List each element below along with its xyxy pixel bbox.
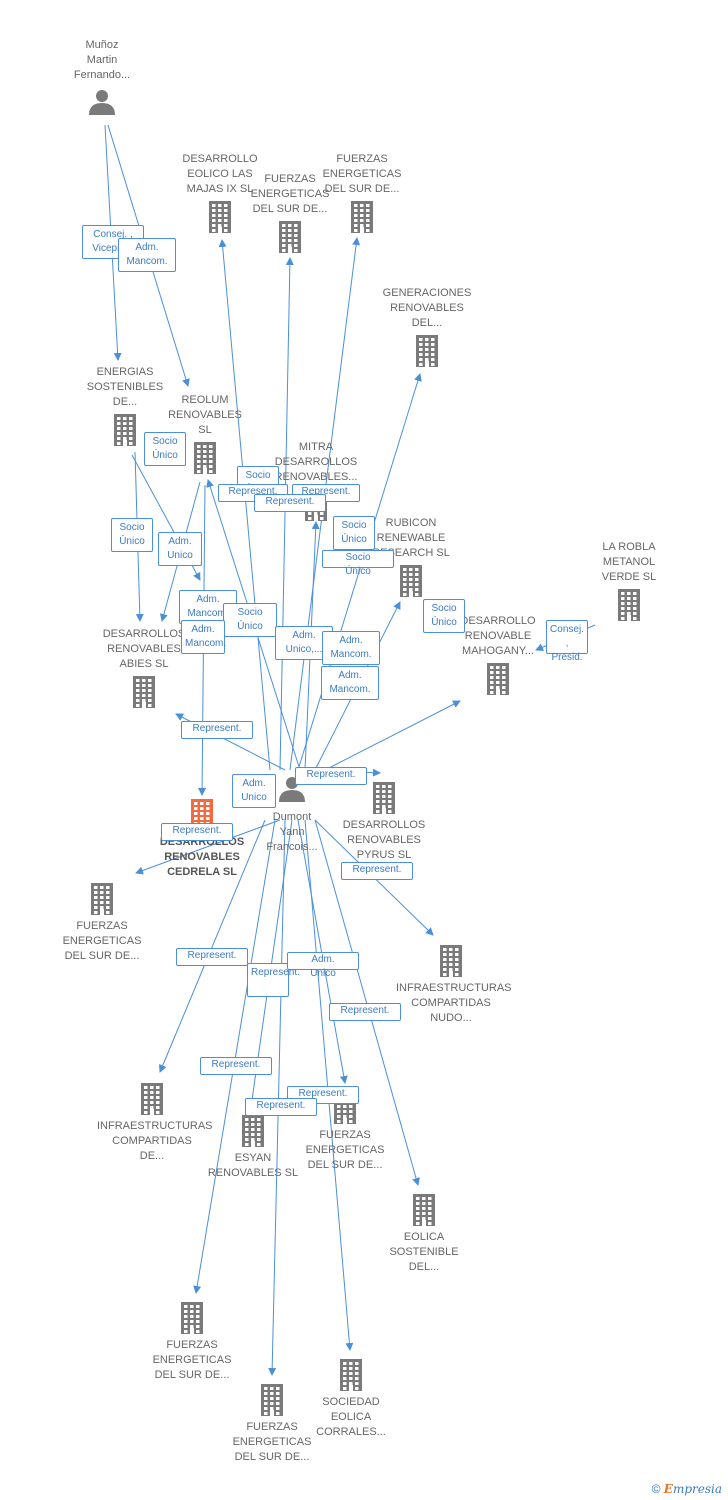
edge-label[interactable]: Adm. Mancom. xyxy=(181,620,226,654)
edge-line xyxy=(268,819,286,1376)
node-label-esyan[interactable]: ESYAN RENOVABLES SL xyxy=(207,1152,299,1179)
edge-label[interactable]: Socio Único xyxy=(333,516,375,550)
building-icon[interactable] xyxy=(114,414,136,446)
node-label-fuerzas_bl[interactable]: FUERZAS ENERGETICAS DEL SUR DE... xyxy=(152,1339,232,1381)
edge-label[interactable]: Represent. xyxy=(341,862,413,880)
node-label-mitra[interactable]: MITRA DESARROLLOS RENOVABLES... xyxy=(274,441,358,483)
copyright-symbol: © xyxy=(651,1482,661,1496)
building-icon[interactable] xyxy=(340,1359,362,1391)
edge-label[interactable]: Adm. Unico xyxy=(287,952,359,979)
edge-line xyxy=(324,700,461,771)
building-icon[interactable] xyxy=(440,945,462,977)
node-label-energias_sost[interactable]: ENERGIAS SOSTENIBLES DE... xyxy=(86,366,164,408)
edge-line xyxy=(159,819,266,1073)
node-label-dumont[interactable]: Dumont Yann Francois... xyxy=(266,811,318,853)
node-label-fuerzas_left[interactable]: FUERZAS ENERGETICAS DEL SUR DE... xyxy=(62,920,142,962)
building-icon[interactable] xyxy=(279,221,301,253)
node-label-fuerzas_top2[interactable]: FUERZAS ENERGETICAS DEL SUR DE... xyxy=(322,153,402,195)
edge-label[interactable]: Socio Único xyxy=(423,599,465,633)
building-icon[interactable] xyxy=(400,565,422,597)
node-label-pyrus[interactable]: DESARROLLOS RENOVABLES PYRUS SL xyxy=(342,819,426,861)
edge-line xyxy=(218,239,271,771)
node-label-munoz[interactable]: Muñoz Martin Fernando... xyxy=(73,39,131,81)
node-label-reolum[interactable]: REOLUM RENOVABLES SL xyxy=(168,394,242,436)
node-label-abies[interactable]: DESARROLLOS RENOVABLES ABIES SL xyxy=(102,628,186,670)
edge-label[interactable]: Adm. Mancom. xyxy=(322,631,380,665)
edge-line xyxy=(279,257,294,771)
node-icons xyxy=(89,90,640,1416)
node-label-cedrela[interactable]: DESARROLLOS RENOVABLES CEDRELA SL xyxy=(159,836,245,878)
building-icon[interactable] xyxy=(351,201,373,233)
building-icon[interactable] xyxy=(487,663,509,695)
building-icon[interactable] xyxy=(373,782,395,814)
edge-label[interactable]: Adm. Mancom. xyxy=(118,238,176,272)
building-icon[interactable] xyxy=(618,589,640,621)
brand-logo: Empresia xyxy=(663,1482,722,1496)
edge-line xyxy=(135,819,281,875)
building-icon[interactable] xyxy=(209,201,231,233)
edge-label[interactable]: Adm. Unico xyxy=(232,774,276,808)
node-label-infra_nudo[interactable]: INFRAESTRUCTURAS COMPARTIDAS NUDO... xyxy=(396,982,512,1024)
node-label-fuerzas_bc[interactable]: FUERZAS ENERGETICAS DEL SUR DE... xyxy=(232,1421,312,1463)
edge-label[interactable]: Socio Único xyxy=(111,518,153,552)
edge-label[interactable]: Adm. Unico xyxy=(158,532,202,566)
building-icon[interactable] xyxy=(133,676,155,708)
edge-line xyxy=(193,819,276,1294)
node-label-mahogany[interactable]: DESARROLLO RENOVABLE MAHOGANY... xyxy=(460,615,536,657)
building-icon[interactable] xyxy=(416,335,438,367)
building-icon[interactable] xyxy=(261,1384,283,1416)
brand-watermark: © Empresia xyxy=(652,1482,722,1496)
edge-label[interactable]: Represent. xyxy=(181,721,253,739)
edge-label[interactable]: Represent. xyxy=(245,1098,317,1116)
edge-label[interactable]: Represent. xyxy=(295,767,367,785)
edges xyxy=(104,124,596,1376)
edge-line xyxy=(297,373,422,771)
edge-label[interactable]: Represent. xyxy=(176,948,248,966)
edge-label[interactable]: Socio Único xyxy=(223,603,277,637)
edge-line xyxy=(314,819,420,1186)
edge-label[interactable]: Represent. xyxy=(161,823,233,841)
edge-line xyxy=(297,819,348,1084)
node-label-sociedad_eolica[interactable]: SOCIEDAD EOLICA CORRALES... xyxy=(316,1396,386,1438)
edge-label[interactable]: Represent. xyxy=(200,1057,272,1075)
node-label-eolica_sost[interactable]: EOLICA SOSTENIBLE DEL... xyxy=(389,1231,459,1273)
building-icon[interactable] xyxy=(91,883,113,915)
building-icon[interactable] xyxy=(413,1194,435,1226)
node-label-generaciones[interactable]: GENERACIONES RENOVABLES DEL... xyxy=(382,287,472,329)
edge-line xyxy=(304,819,354,1351)
edge-label[interactable]: Represent. xyxy=(329,1003,401,1021)
node-label-fuerzas_top1[interactable]: FUERZAS ENERGETICAS DEL SUR DE... xyxy=(250,173,330,215)
building-icon[interactable] xyxy=(194,442,216,474)
edge-label[interactable]: Represent. xyxy=(247,963,300,997)
edge-label[interactable]: Socio Único xyxy=(144,432,186,466)
node-label-eolico_majas[interactable]: DESARROLLO EOLICO LAS MAJAS IX SL xyxy=(182,153,258,195)
building-icon[interactable] xyxy=(181,1302,203,1334)
building-icon[interactable] xyxy=(242,1115,264,1147)
edge-label[interactable]: Consej. , Presid. xyxy=(546,620,588,663)
node-label-la_robla[interactable]: LA ROBLA METANOL VERDE SL xyxy=(601,541,657,583)
edge-label[interactable]: Represent. xyxy=(254,494,326,512)
building-icon[interactable] xyxy=(141,1083,163,1115)
person-icon[interactable] xyxy=(89,90,115,115)
edge-label[interactable]: Adm. Mancom. xyxy=(321,666,379,700)
node-label-fuerzas_mid[interactable]: FUERZAS ENERGETICAS DEL SUR DE... xyxy=(305,1129,385,1171)
edge-label[interactable]: Socio Único xyxy=(322,550,394,577)
node-label-infra_de[interactable]: INFRAESTRUCTURAS COMPARTIDAS DE... xyxy=(97,1120,213,1162)
